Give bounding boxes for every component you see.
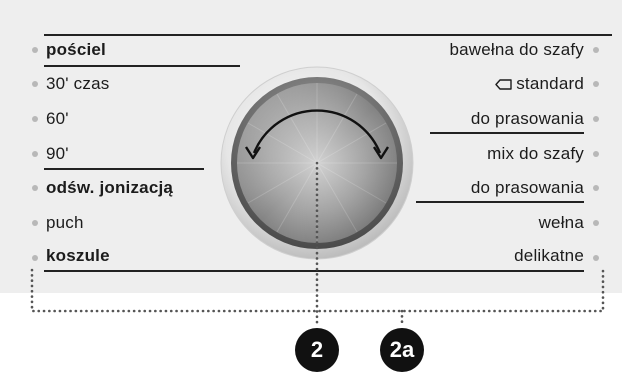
- indicator-dot: [593, 47, 599, 53]
- program-30-czas[interactable]: 30' czas: [46, 74, 110, 93]
- program-standard-label: standard: [516, 74, 584, 93]
- rotation-arc-icon: [252, 109, 382, 154]
- program-odswiezanie-jonizacja[interactable]: odśw. jonizacją: [46, 178, 174, 197]
- indicator-dot: [32, 151, 38, 157]
- divider-right-1: [430, 132, 584, 134]
- program-koszule[interactable]: koszule: [46, 246, 110, 265]
- callout-2a: 2a: [380, 328, 424, 372]
- program-mix-do-szafy[interactable]: mix do szafy: [487, 144, 584, 163]
- program-posciel[interactable]: pościel: [46, 40, 106, 59]
- program-90[interactable]: 90': [46, 144, 69, 163]
- indicator-dot: [32, 47, 38, 53]
- indicator-dot: [32, 116, 38, 122]
- indicator-dot: [32, 255, 38, 261]
- program-standard[interactable]: standard: [495, 74, 584, 94]
- program-60[interactable]: 60': [46, 109, 69, 128]
- indicator-dot: [593, 116, 599, 122]
- divider-top: [44, 34, 612, 36]
- divider-bottom: [44, 270, 584, 272]
- arrow-left-icon: [244, 146, 262, 160]
- program-do-prasowania-1[interactable]: do prasowania: [470, 109, 584, 128]
- program-welna[interactable]: wełna: [538, 213, 584, 232]
- indicator-dot: [593, 255, 599, 261]
- indicator-dot: [32, 220, 38, 226]
- program-delikatne[interactable]: delikatne: [514, 246, 584, 265]
- divider-left-1: [44, 65, 240, 67]
- indicator-dot: [593, 81, 599, 87]
- indicator-dot: [32, 185, 38, 191]
- indicator-dot: [593, 151, 599, 157]
- indicator-dot: [593, 185, 599, 191]
- indicator-dot: [32, 81, 38, 87]
- program-puch[interactable]: puch: [46, 213, 84, 232]
- tag-icon: [495, 79, 512, 90]
- callout-2: 2: [295, 328, 339, 372]
- indicator-dot: [593, 220, 599, 226]
- divider-left-2: [44, 168, 204, 170]
- program-bawelna-do-szafy[interactable]: bawełna do szafy: [449, 40, 584, 59]
- program-do-prasowania-2[interactable]: do prasowania: [470, 178, 584, 197]
- arrow-right-icon: [372, 146, 390, 160]
- divider-right-2: [416, 201, 584, 203]
